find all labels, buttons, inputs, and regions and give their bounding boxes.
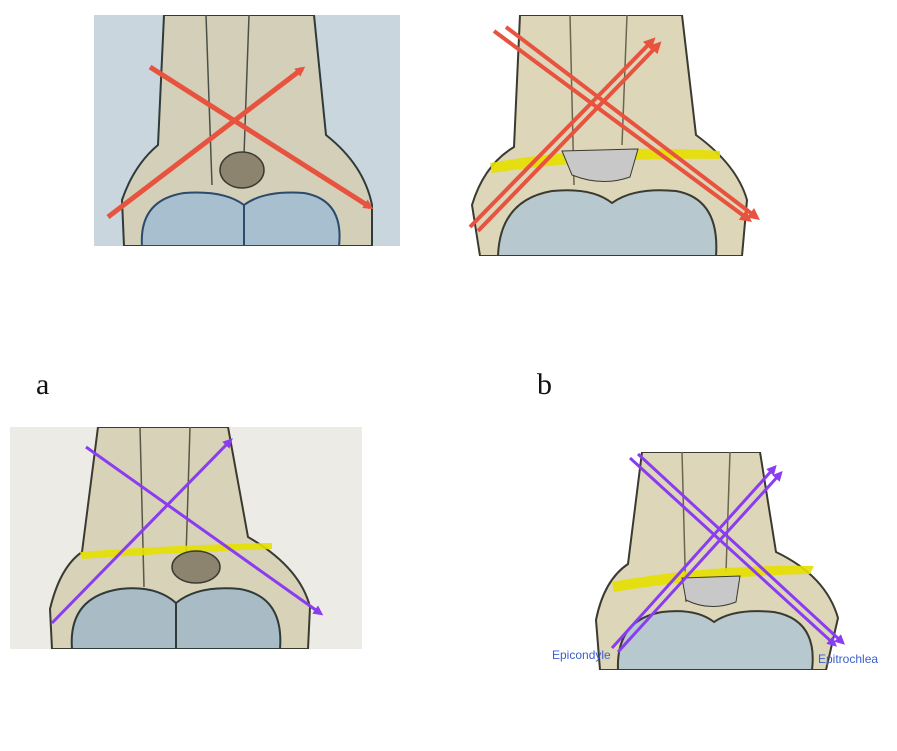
epitrochlea-label: Epitrochlea <box>818 652 878 666</box>
panel-bottom-right <box>590 452 852 670</box>
humerus-illustration-4 <box>590 452 852 670</box>
panel-top-right <box>462 15 762 256</box>
humerus-illustration-3 <box>10 427 362 649</box>
humerus-illustration-2 <box>462 15 762 256</box>
humerus-illustration-1 <box>94 15 400 246</box>
panel-label-b: b <box>537 368 552 402</box>
panel-label-a: a <box>36 368 49 402</box>
panel-bottom-left <box>10 427 362 649</box>
epicondyle-label: Epicondyle <box>552 648 611 662</box>
panel-top-left <box>94 15 400 246</box>
